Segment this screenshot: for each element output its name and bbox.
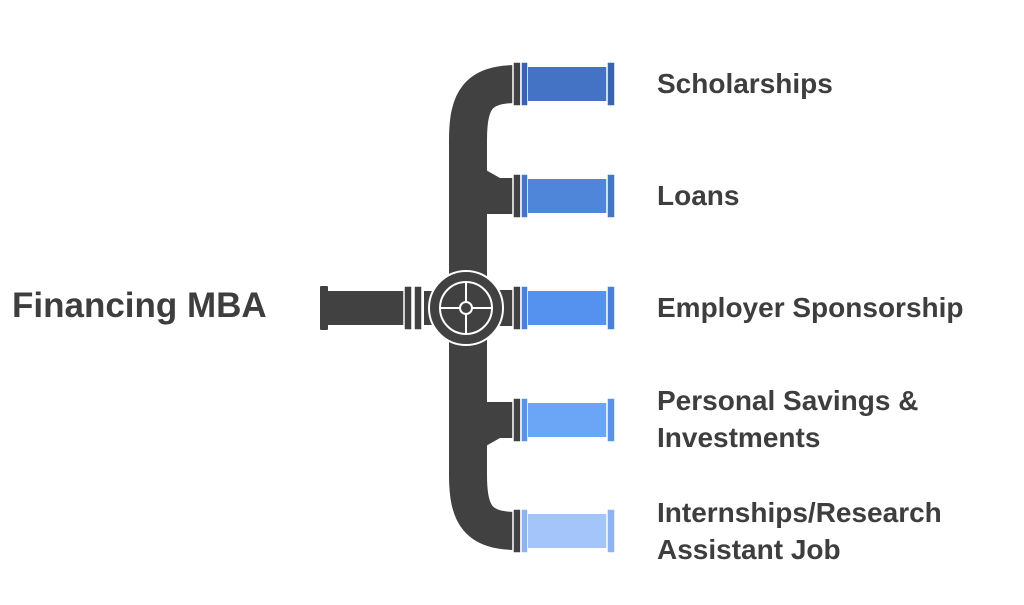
branch-label-line: Loans <box>657 180 740 211</box>
end-cap <box>606 285 616 331</box>
branch-coupling <box>512 508 616 554</box>
colored-pipe <box>528 179 607 213</box>
dark-flange <box>512 173 522 219</box>
branch-label-line: Investments <box>657 422 821 453</box>
colored-pipe <box>528 67 607 101</box>
colored-pipe <box>528 403 607 437</box>
dark-flange <box>512 285 522 331</box>
input-flange <box>413 285 423 331</box>
branch-label-personal-savings: Personal Savings & Investments <box>657 382 918 456</box>
colored-pipe <box>528 514 607 548</box>
input-end-cap <box>320 286 328 330</box>
color-flange <box>520 285 529 331</box>
branch-label-line: Internships/Research <box>657 497 942 528</box>
branch-label-line: Personal Savings & <box>657 385 919 416</box>
branch-joint-fillet <box>470 161 500 214</box>
dark-flange <box>512 397 522 443</box>
branch-label-loans: Loans <box>657 177 739 214</box>
branch-label-scholarships: Scholarships <box>657 65 833 102</box>
color-flange <box>520 397 529 443</box>
branch-coupling <box>512 397 616 443</box>
dark-flange <box>512 508 522 554</box>
dark-flange <box>512 61 522 107</box>
branch-joint-fillet <box>470 402 500 455</box>
input-flange <box>403 285 413 331</box>
branch-coupling <box>512 285 616 331</box>
end-cap <box>606 397 616 443</box>
branch-label-line: Employer Sponsorship <box>657 292 964 323</box>
branch-coupling <box>512 173 616 219</box>
end-cap <box>606 508 616 554</box>
color-flange <box>520 508 529 554</box>
end-cap <box>606 61 616 107</box>
end-cap <box>606 173 616 219</box>
valve-hub <box>459 301 473 315</box>
diagram-title: Financing MBA <box>12 286 267 325</box>
input-pipe <box>328 291 404 325</box>
branch-label-internships: Internships/Research Assistant Job <box>657 494 942 568</box>
color-flange <box>520 173 529 219</box>
branch-coupling <box>512 61 616 107</box>
colored-pipe <box>528 291 607 325</box>
branch-label-line: Scholarships <box>657 68 833 99</box>
color-flange <box>520 61 529 107</box>
valve-icon <box>428 270 504 346</box>
branch-label-employer-sponsorship: Employer Sponsorship <box>657 289 964 326</box>
branch-label-line: Assistant Job <box>657 534 841 565</box>
branch-couplings <box>512 61 616 554</box>
